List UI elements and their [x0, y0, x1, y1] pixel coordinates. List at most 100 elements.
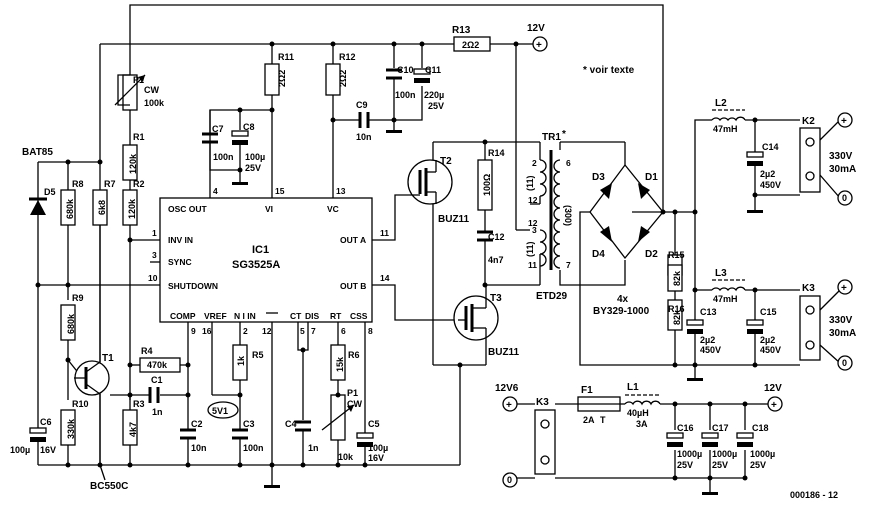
inductors: L2 47mH L3 47mH L1 40µH 3A [624, 98, 746, 429]
c16-voltage: 25V [677, 460, 693, 470]
c15-name: C15 [760, 307, 777, 317]
c14-voltage: 450V [760, 180, 781, 190]
zener-5v1-value: 5V1 [212, 406, 228, 416]
r15-name: R15 [668, 250, 685, 260]
k3-out-voltage: 330V [829, 315, 853, 326]
r14-body [477, 159, 493, 211]
pin-label-comp: COMP [170, 311, 196, 321]
pin-label-css: CSS [350, 311, 368, 321]
r16-name: R16 [668, 304, 685, 314]
l1-value: 40µH [627, 408, 649, 418]
c16-value: 1000µ [677, 449, 702, 459]
tr1-pin-6: 6 [566, 158, 571, 168]
c13-value: 2µ2 [700, 335, 715, 345]
tr1-pin-2: 2 [532, 158, 537, 168]
bat85-label: BAT85 [22, 147, 53, 158]
l3-name: L3 [715, 268, 727, 279]
pin-14: 14 [380, 273, 390, 283]
r5-body [232, 344, 248, 381]
l1-name: L1 [627, 382, 639, 393]
r15-body2 [667, 264, 683, 292]
r13-name: R13 [452, 25, 471, 36]
in-zero-terminal [502, 472, 518, 488]
ground-icon [386, 130, 402, 133]
r2-value: 120k [127, 198, 137, 219]
svg-text:+: + [536, 40, 542, 51]
pin-2: 2 [243, 326, 248, 336]
k2-plus-terminal [837, 112, 853, 128]
r7-value: 6k8 [97, 200, 107, 215]
r16-body [667, 299, 683, 331]
r13-body [453, 36, 491, 52]
pin-3: 3 [152, 250, 157, 260]
c15-value: 2µ2 [760, 335, 775, 345]
tr1-core: ETD29 [536, 291, 568, 302]
pin-label-dis: DIS [305, 311, 320, 321]
tr1-pin-12a: 12 [528, 195, 538, 205]
connectors: K2 330V 30mA + 0 K3 330V 30mA + 0 K3 + 0… [495, 23, 856, 488]
r9-name: R9 [72, 293, 84, 303]
c11-value: 220µ [424, 90, 444, 100]
pin-label-vi: VI [265, 204, 273, 214]
ic1-type: SG3525A [232, 259, 280, 271]
t1-type: BC550C [90, 481, 128, 492]
c7-value: 100n [213, 152, 234, 162]
figure-code: 000186 - 12 [790, 490, 838, 500]
top-12v-terminal [532, 36, 548, 52]
tr1-pin-12b: 12 [528, 218, 538, 228]
resistors: R13 2Ω2 R11 2Ω2 R12 2Ω2 R1 120k R2 120k … [60, 25, 685, 446]
p1-lower-name: P1 [347, 388, 358, 398]
r9-body [60, 304, 76, 341]
pin-label-ni-in: N I IN [234, 311, 256, 321]
pin-10: 10 [148, 273, 158, 283]
c13-name: C13 [700, 307, 717, 317]
tr1-pin-11: 11 [528, 260, 537, 270]
k3-out-name: K3 [802, 283, 815, 294]
k3-out-connector [799, 295, 821, 361]
pin-8: 8 [368, 326, 373, 336]
k2-current: 30mA [829, 164, 856, 175]
c4-name: C4 [285, 419, 297, 429]
r4-value: 470k [147, 360, 168, 370]
k3-in-connector [534, 409, 556, 475]
k3-in-name: K3 [536, 397, 549, 408]
ground-icon [232, 182, 248, 185]
c14-value: 2µ2 [760, 169, 775, 179]
c6-name: C6 [40, 417, 52, 427]
tr1-pin-3: 3 [532, 225, 537, 235]
r12-value: 2Ω2 [338, 70, 348, 87]
r9-value: 680k [66, 313, 76, 334]
pin-4: 4 [213, 186, 218, 196]
pin-5: 5 [300, 326, 305, 336]
f1-name: F1 [581, 385, 593, 396]
r8-name: R8 [72, 179, 84, 189]
rail-12v6: 12V6 [495, 383, 519, 394]
pin-13: 13 [336, 186, 346, 196]
c8-voltage: 25V [245, 163, 261, 173]
transformer-tr1: TR1 * ETD29 (11) (11) (300) 2 12 3 11 6 … [525, 129, 573, 302]
k2-zero-terminal [837, 190, 853, 206]
c3-name: C3 [243, 419, 255, 429]
pin-12: 12 [262, 326, 272, 336]
svg-text:0: 0 [842, 193, 847, 203]
pin-16: 16 [202, 326, 212, 336]
c1-value: 1n [152, 407, 163, 417]
c8-value: 100µ [245, 152, 265, 162]
r3-name: R3 [133, 399, 145, 409]
r16-value: 82k [672, 309, 682, 325]
c11-name: C11 [425, 65, 441, 75]
pin-label-rt: RT [330, 311, 342, 321]
r15-value: 82k [672, 270, 682, 286]
t2-type: BUZ11 [438, 214, 470, 225]
bridge-rectifier-icon [589, 163, 664, 260]
d4-name: D4 [592, 249, 605, 260]
pin-label-shutdown: SHUTDOWN [168, 281, 218, 291]
d5-diode-icon [30, 200, 46, 215]
pin-label-inv-in: INV IN [168, 235, 193, 245]
ic1-name: IC1 [252, 244, 269, 256]
k3-out-current: 30mA [829, 328, 856, 339]
c12-name: C12 [488, 232, 505, 242]
rail-12v-bottom: 12V [764, 383, 782, 394]
